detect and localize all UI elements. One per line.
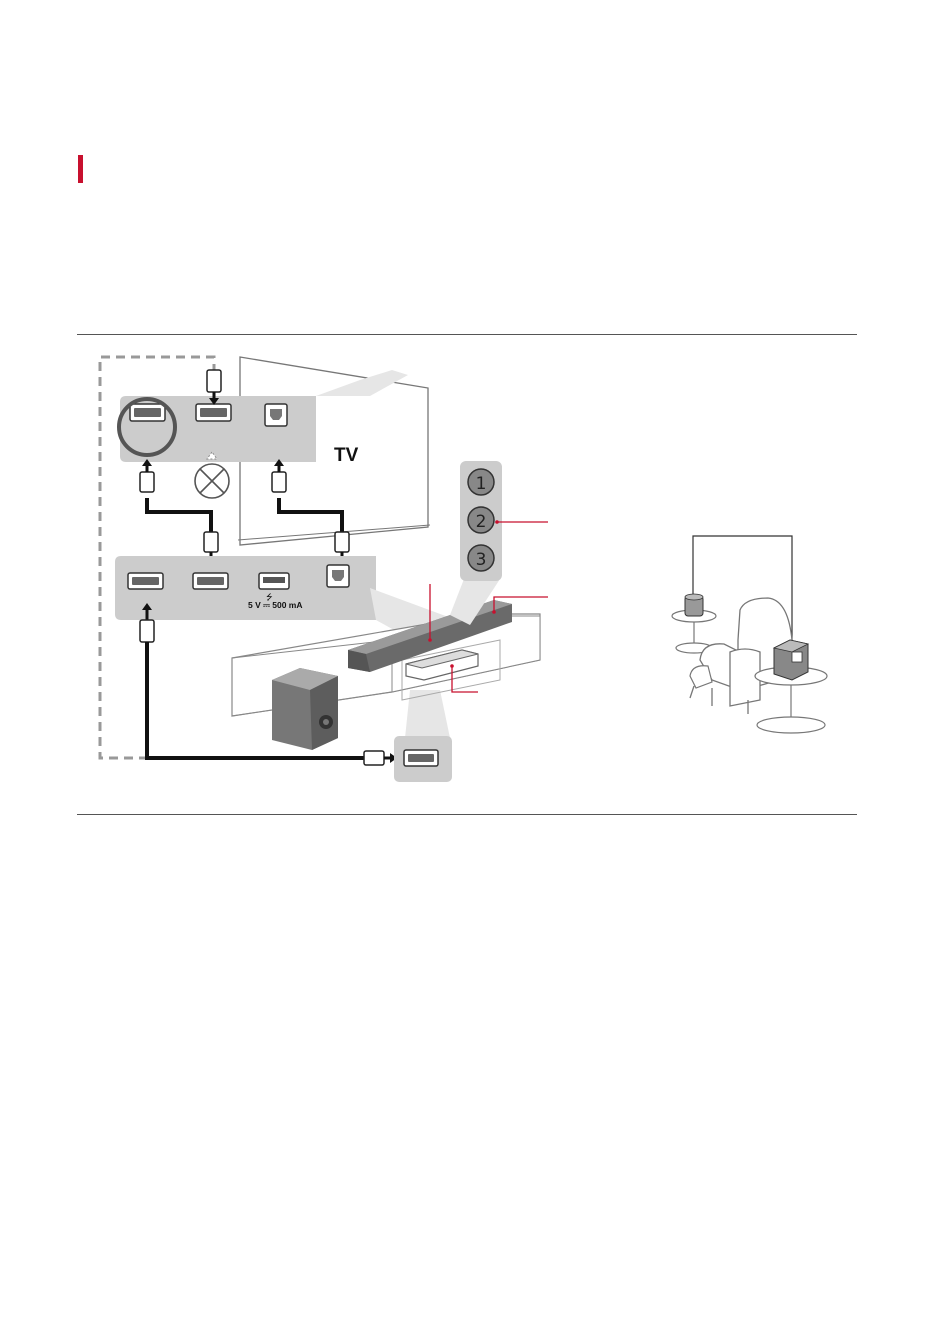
tv-label: TV <box>334 445 359 466</box>
optical-plug-soundbar <box>335 532 349 552</box>
hdmi-plug-tv-1 <box>140 472 154 492</box>
step-1-label: 1 <box>476 474 487 494</box>
rear-speaker-scene <box>672 536 827 733</box>
optical-plug-tv <box>272 472 286 492</box>
usb-spec-label: 5 V ⎓ 500 mA <box>248 600 303 610</box>
hdmi-cable <box>147 498 211 534</box>
step-3-label: 3 <box>476 550 487 570</box>
subwoofer <box>272 668 338 750</box>
device-port-panel <box>394 690 452 782</box>
hdmi-plug-bottom <box>140 620 154 642</box>
hdmi-plug-soundbar <box>204 532 218 552</box>
step-2-label: 2 <box>476 512 487 532</box>
